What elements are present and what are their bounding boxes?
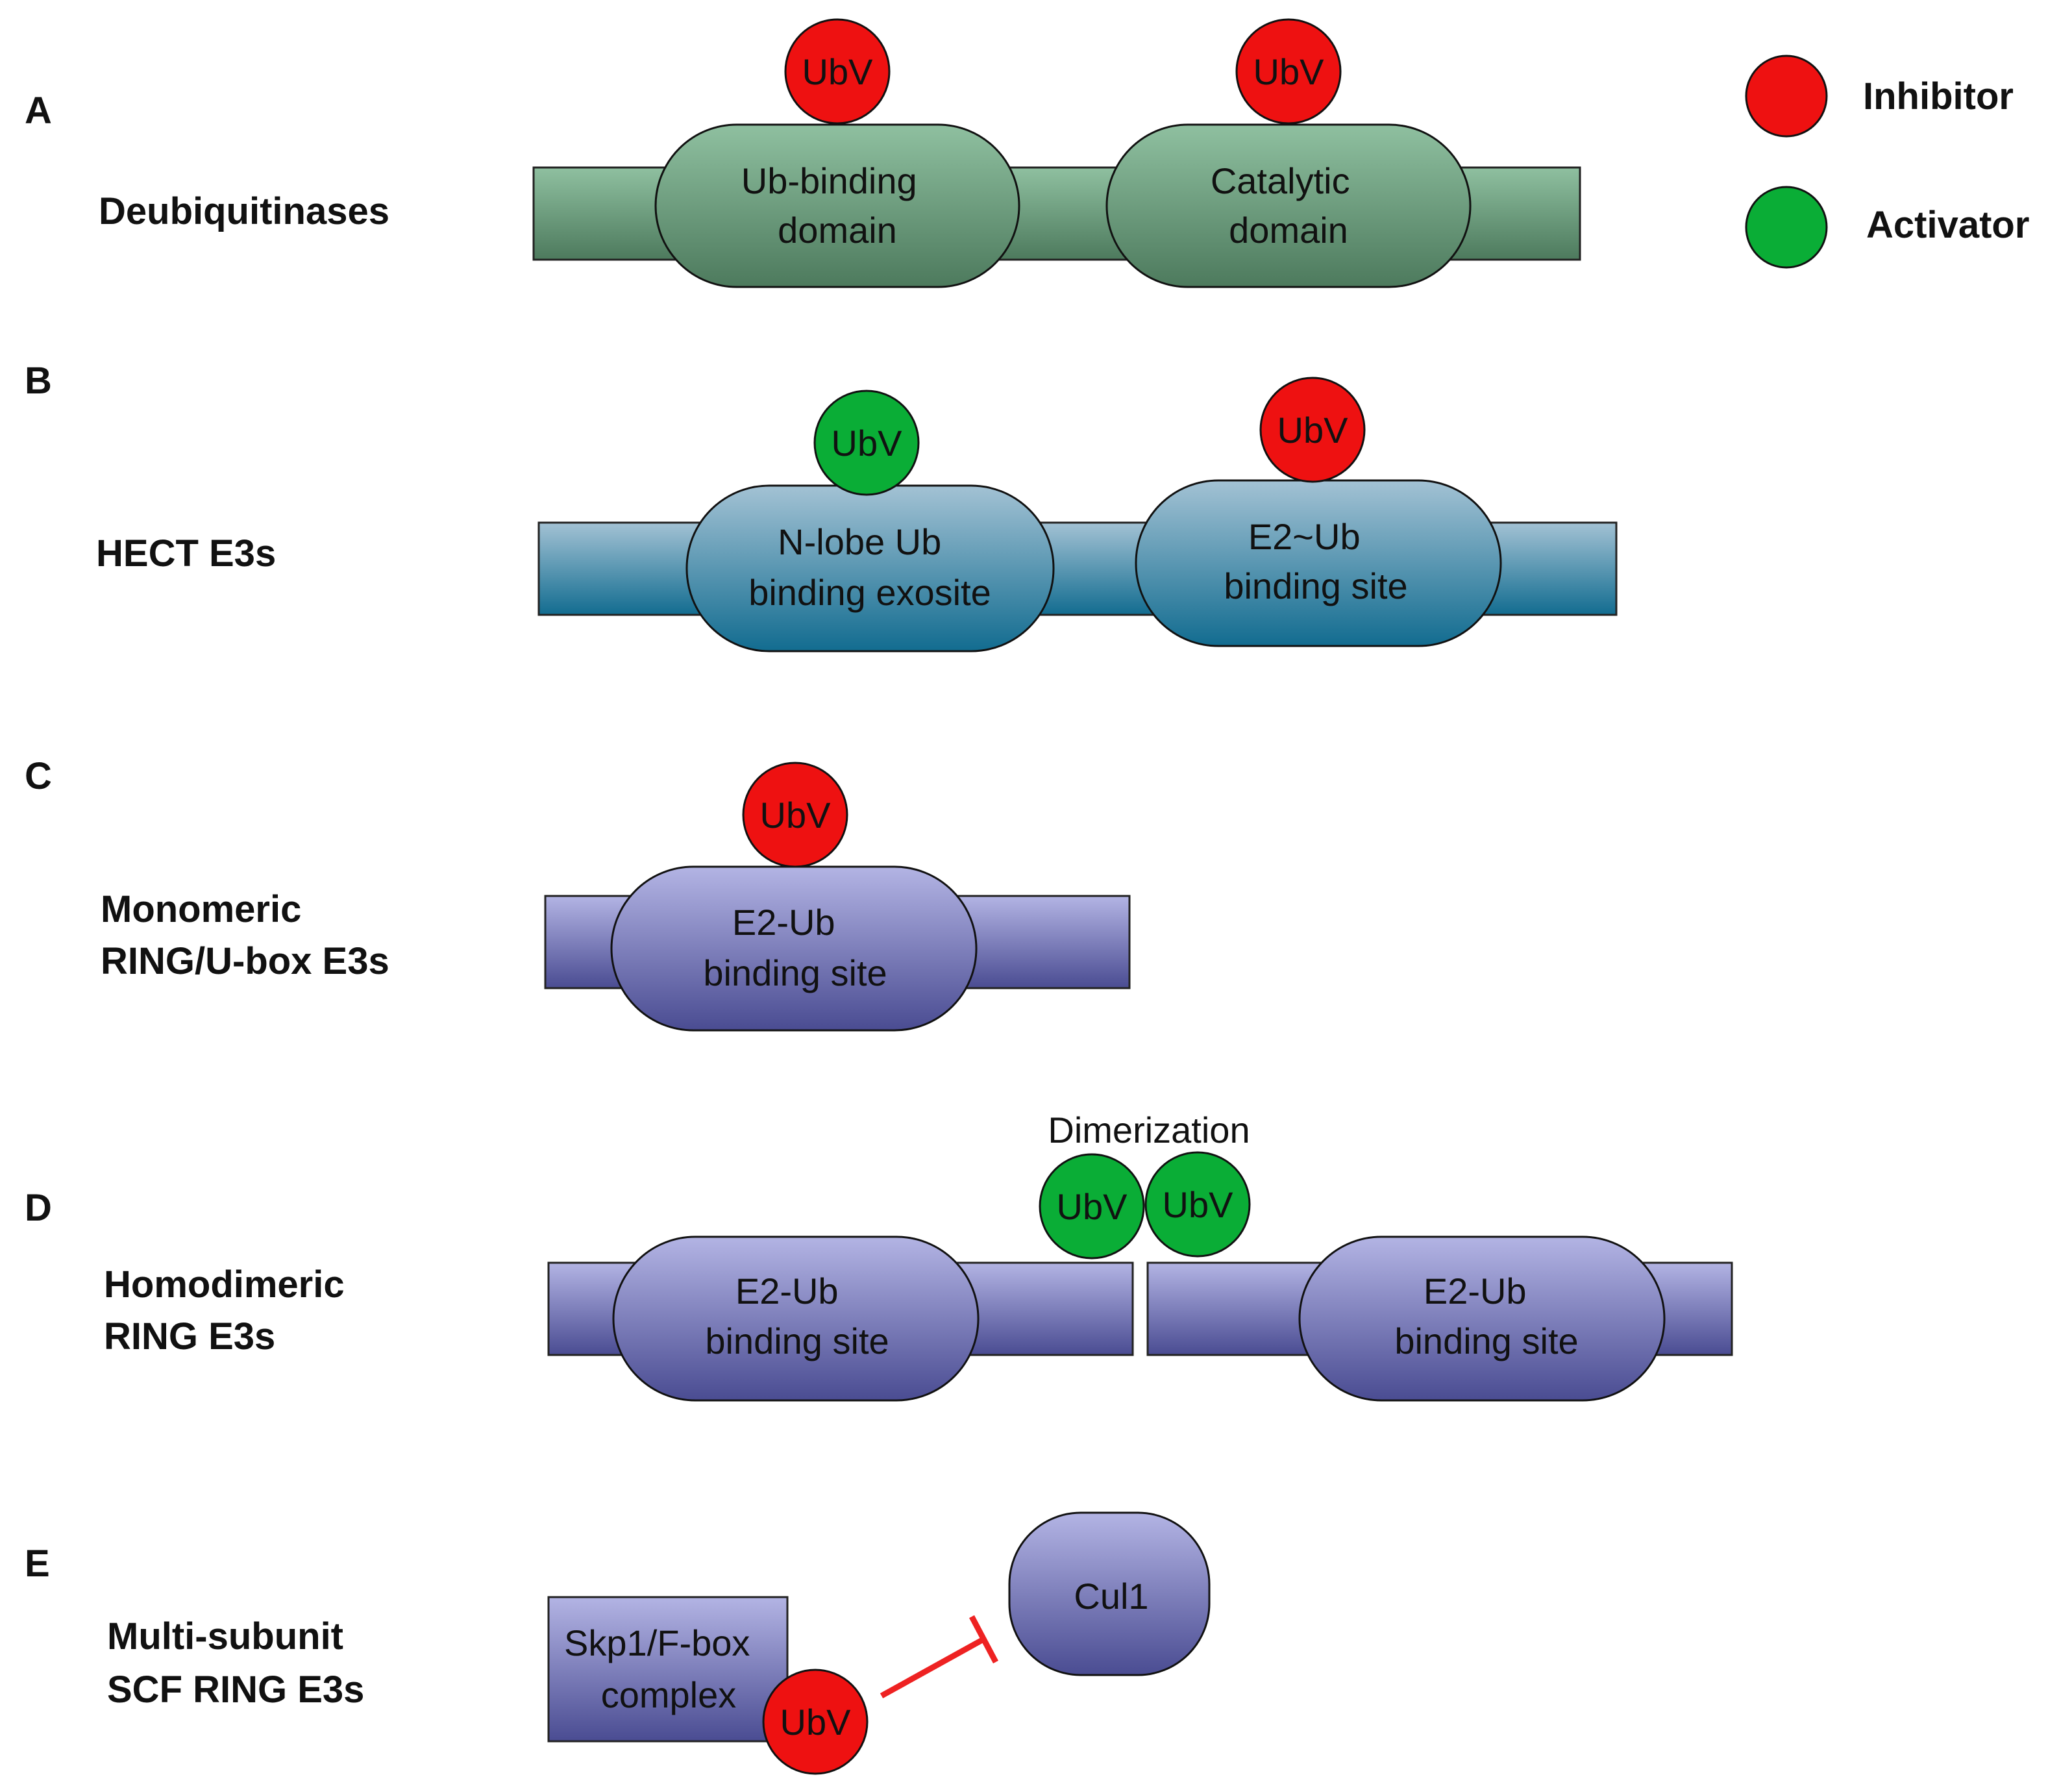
panel-b-n-lobe-domain xyxy=(685,484,1055,652)
panel-d-domain1-line1: E2-Ub xyxy=(735,1271,839,1311)
panel-b-domain1-line2: binding exosite xyxy=(748,572,991,613)
panel-e-complex-line1: Skp1/F-box xyxy=(564,1622,750,1663)
panel-d-e2-ub-domain-right xyxy=(1298,1235,1666,1402)
panel-e-cul1-label: Cul1 xyxy=(1074,1576,1148,1617)
ubv-label: UbV xyxy=(1057,1186,1128,1227)
panel-d: D Homodimeric RING E3s Dimerization E2-U… xyxy=(25,1110,1733,1402)
panel-d-e2-ub-domain-left xyxy=(612,1235,980,1402)
panel-d-ubv-activator-1: UbV xyxy=(1039,1153,1145,1260)
panel-a: A Deubiquitinases Ub-binding domain Cata… xyxy=(25,18,1581,288)
panel-e-complex-line2: complex xyxy=(601,1674,737,1715)
svg-text:Catalytic domain: Catalytic domain xyxy=(1211,160,1360,251)
panel-a-ub-binding-domain xyxy=(654,123,1020,288)
panel-e-ubv-inhibitor: UbV xyxy=(762,1669,869,1775)
panel-d-letter: D xyxy=(25,1187,52,1229)
svg-text:E2-Ub binding site: E2-Ub binding site xyxy=(705,1271,889,1361)
panel-a-letter: A xyxy=(25,90,52,132)
panel-b-e2-ub-domain xyxy=(1135,479,1502,647)
panel-a-title: Deubiquitinases xyxy=(99,190,389,232)
panel-c-title-line1: Monomeric xyxy=(101,888,301,930)
panel-a-catalytic-domain xyxy=(1105,123,1472,288)
inhibitor-legend-label: Inhibitor xyxy=(1863,75,2014,118)
svg-text:E2~Ub binding site: E2~Ub binding site xyxy=(1224,516,1407,606)
panel-b-ubv-activator: UbV xyxy=(813,390,920,496)
ubv-label: UbV xyxy=(780,1702,852,1743)
panel-c-domain1-line1: E2-Ub xyxy=(732,902,835,943)
panel-a-domain1-line1: Ub-binding xyxy=(741,160,917,201)
panel-a-domain1-line2: domain xyxy=(778,210,897,251)
panel-b-title: HECT E3s xyxy=(96,532,276,575)
panel-e-cul1 xyxy=(1008,1511,1211,1676)
panel-a-ubv-inhibitor-1: UbV xyxy=(784,18,891,125)
panel-e-title-line1: Multi-subunit xyxy=(107,1615,343,1658)
panel-d-domain1-line2: binding site xyxy=(705,1321,889,1361)
panel-e-title-line2: SCF RING E3s xyxy=(107,1669,364,1711)
ubv-label: UbV xyxy=(802,51,874,92)
panel-d-title-line1: Homodimeric xyxy=(104,1263,345,1306)
svg-text:E2-Ub binding site: E2-Ub binding site xyxy=(1394,1271,1578,1361)
panel-c-e2-ub-domain xyxy=(610,865,978,1032)
inhibitor-legend-marker xyxy=(1745,55,1828,138)
panel-c-domain1-line2: binding site xyxy=(703,952,887,993)
svg-text:E2-Ub binding site: E2-Ub binding site xyxy=(703,902,887,993)
activator-legend-label: Activator xyxy=(1866,204,2029,246)
ubv-label: UbV xyxy=(1277,410,1349,451)
panel-b-domain2-line1: E2~Ub xyxy=(1248,516,1361,557)
svg-text:Ub-binding domain: Ub-binding domain xyxy=(741,160,927,251)
panel-d-domain2-line1: E2-Ub xyxy=(1424,1271,1527,1311)
panel-d-dimerization-label: Dimerization xyxy=(1048,1110,1250,1150)
panel-a-domain2-line1: Catalytic xyxy=(1211,160,1350,201)
svg-text:Skp1/F-box complex: Skp1/F-box complex xyxy=(564,1622,760,1715)
panel-c-title-line2: RING/U-box E3s xyxy=(101,940,389,982)
panel-e: E Multi-subunit SCF RING E3s Skp1/F-box … xyxy=(25,1511,1211,1775)
panel-b-domain1-line1: N-lobe Ub xyxy=(778,521,941,562)
panel-c-letter: C xyxy=(25,755,52,797)
panel-d-ubv-activator-2: UbV xyxy=(1144,1151,1251,1258)
panel-b-domain2-line2: binding site xyxy=(1224,565,1407,606)
panel-b: B HECT E3s N-lobe Ub binding exosite E2~… xyxy=(25,360,1618,652)
panel-c-ubv-inhibitor: UbV xyxy=(742,762,848,868)
panel-e-letter: E xyxy=(25,1543,50,1585)
panel-c: C Monomeric RING/U-box E3s E2-Ub binding… xyxy=(25,755,1131,1032)
ubv-label: UbV xyxy=(832,423,903,464)
svg-text:Monomeric RING/U-box E3s: Monomeric RING/U-box E3s xyxy=(101,888,389,982)
legend: Inhibitor Activator xyxy=(1745,55,2029,269)
svg-text:N-lobe Ub binding exosit: N-lobe Ub binding exosite xyxy=(748,521,991,613)
panel-b-letter: B xyxy=(25,360,52,402)
svg-text:Multi-subunit SCF RING E: Multi-subunit SCF RING E3s xyxy=(107,1615,364,1711)
panel-d-domain2-line2: binding site xyxy=(1394,1321,1578,1361)
svg-text:Homodimeric RING E3s: Homodimeric RING E3s xyxy=(104,1263,355,1358)
ubv-label: UbV xyxy=(1163,1184,1234,1225)
activator-legend-marker xyxy=(1745,186,1828,269)
panel-b-ubv-inhibitor: UbV xyxy=(1259,377,1366,483)
ubv-label: UbV xyxy=(1253,51,1325,92)
panel-e-inhibition-arrow xyxy=(880,1615,998,1698)
panel-e-skp1-fbox-complex xyxy=(547,1596,789,1743)
panel-a-domain2-line2: domain xyxy=(1229,210,1348,251)
panel-a-ubv-inhibitor-2: UbV xyxy=(1235,18,1342,125)
ubv-label: UbV xyxy=(760,795,832,836)
panel-d-title-line2: RING E3s xyxy=(104,1315,275,1358)
